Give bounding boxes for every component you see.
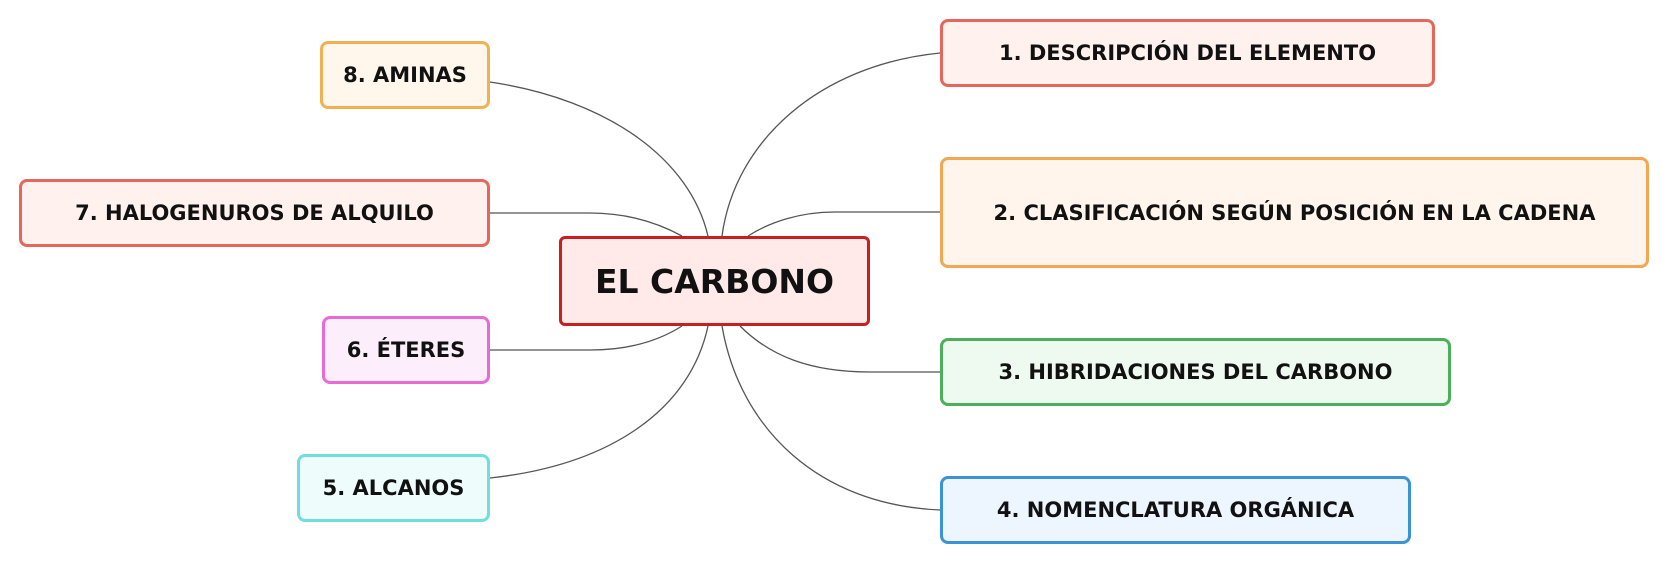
edge-center-b1 [721,52,941,237]
branch-5[interactable]: 5. ALCANOS [297,454,490,522]
branch-7-label: 7. HALOGENUROS DE ALQUILO [75,201,434,225]
edge-center-b4 [721,325,941,511]
branch-2-label: 2. CLASIFICACIÓN SEGÚN POSICIÓN EN LA CA… [993,200,1596,225]
branch-1-label: 1. DESCRIPCIÓN DEL ELEMENTO [998,41,1377,65]
edge-center-b2 [747,211,940,237]
branch-4-label: 4. NOMENCLATURA ORGÁNICA [996,498,1355,522]
edge-center-b5 [489,325,709,479]
edge-center-b6 [490,325,683,351]
branch-3[interactable]: 3. HIBRIDACIONES DEL CARBONO [940,338,1451,406]
branch-1[interactable]: 1. DESCRIPCIÓN DEL ELEMENTO [940,19,1435,87]
branch-6[interactable]: 6. ÉTERES [322,316,490,384]
edge-center-b7 [490,212,683,237]
edge-center-b3 [739,325,940,373]
branch-8-label: 8. AMINAS [343,63,467,87]
branch-5-label: 5. ALCANOS [322,476,465,500]
branch-2[interactable]: 2. CLASIFICACIÓN SEGÚN POSICIÓN EN LA CA… [940,157,1649,268]
branch-8[interactable]: 8. AMINAS [320,41,490,109]
branch-3-label: 3. HIBRIDACIONES DEL CARBONO [998,360,1393,384]
edge-center-b8 [489,81,709,237]
central-topic-label: EL CARBONO [594,261,835,301]
central-topic[interactable]: EL CARBONO [559,236,870,326]
branch-4[interactable]: 4. NOMENCLATURA ORGÁNICA [940,476,1411,544]
branch-7[interactable]: 7. HALOGENUROS DE ALQUILO [19,179,490,247]
branch-6-label: 6. ÉTERES [346,338,466,362]
